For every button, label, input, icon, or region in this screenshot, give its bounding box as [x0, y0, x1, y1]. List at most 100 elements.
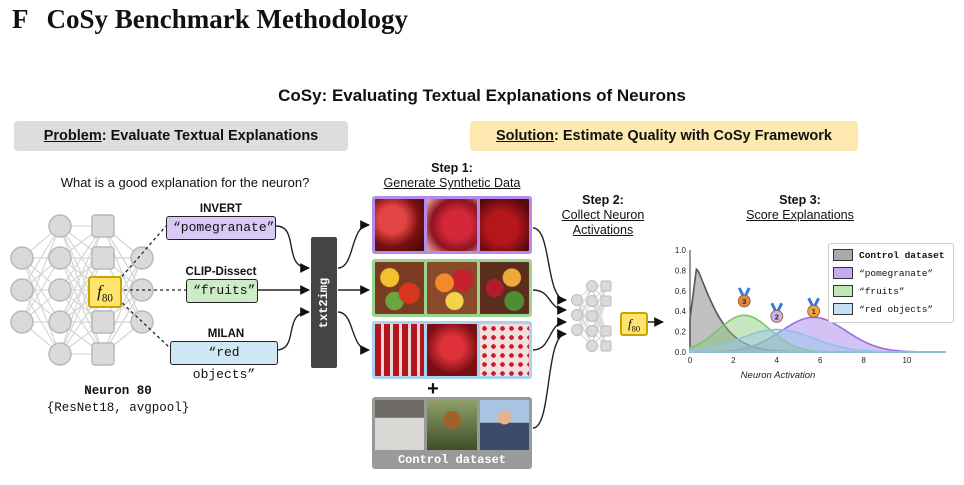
network-node	[586, 295, 598, 307]
network-node	[571, 309, 583, 321]
y-tick-label: 1.0	[675, 246, 687, 255]
network-node	[600, 295, 612, 307]
x-tick-label: 6	[818, 356, 823, 365]
images-fruits	[372, 259, 532, 317]
explanation-fruits: “fruits”	[186, 279, 258, 303]
medal-3: 3	[737, 287, 751, 308]
legend-label: “fruits”	[859, 285, 905, 297]
chart-legend: Control dataset “pomegranate” “fruits” “…	[828, 243, 954, 323]
neuron-f80-box: f80	[88, 276, 122, 308]
figure-title: CoSy: Evaluating Textual Explanations of…	[278, 86, 686, 105]
x-tick-label: 8	[861, 356, 866, 365]
images-pomegranate	[372, 196, 532, 254]
neuron-subtitle: {ResNet18, avgpool}	[46, 401, 190, 415]
medal-2: 2	[770, 302, 784, 323]
network-node	[586, 280, 598, 292]
question-text: What is a good explanation for the neuro…	[60, 175, 310, 190]
image-tile	[375, 324, 425, 376]
y-tick-label: 0.4	[675, 307, 687, 316]
network-node	[600, 340, 612, 352]
network-node	[48, 246, 72, 270]
network-node	[48, 214, 72, 238]
network-node	[91, 214, 115, 238]
explanation-red-objects: “red objects”	[170, 341, 278, 382]
step2-sub2: Activations	[572, 223, 634, 237]
step3-sub: Score Explanations	[746, 208, 854, 222]
explanation-pomegranate: “pomegranate”	[166, 216, 276, 240]
medal-rank-label: 1	[812, 307, 816, 316]
image-tile	[427, 262, 477, 314]
y-tick-label: 0.2	[675, 328, 687, 337]
neuron-symbol-small: f	[627, 316, 632, 331]
legend-swatch	[833, 285, 853, 297]
section-title: CoSy Benchmark Methodology	[46, 4, 409, 34]
step1-sub: Generate Synthetic Data	[383, 176, 521, 190]
medal-rank-label: 2	[775, 312, 779, 321]
image-tile	[479, 324, 529, 376]
y-tick-label: 0.6	[675, 287, 687, 296]
neuron-symbol: f	[97, 282, 102, 301]
method-milan: MILAN	[207, 328, 245, 340]
legend-label: “pomegranate”	[859, 267, 934, 279]
network-node	[600, 280, 612, 292]
legend-item-control: Control dataset	[833, 247, 949, 263]
medal-rank-label: 3	[742, 297, 746, 306]
image-tile	[375, 262, 425, 314]
x-tick-label: 0	[688, 356, 693, 365]
network-node	[91, 310, 115, 334]
legend-swatch	[833, 303, 853, 315]
image-tile	[479, 199, 529, 251]
image-tile	[375, 400, 425, 450]
activation-arrows	[532, 227, 664, 429]
images-red-objects	[372, 321, 532, 379]
section-heading: F CoSy Benchmark Methodology	[12, 4, 408, 35]
network-node	[571, 294, 583, 306]
image-tile	[427, 400, 477, 450]
image-tile	[479, 262, 529, 314]
method-clip-dissect: CLIP-Dissect	[185, 266, 257, 278]
legend-item-fruits: “fruits”	[833, 283, 949, 299]
legend-label: Control dataset	[859, 249, 945, 261]
solution-header: Solution: Estimate Quality with CoSy Fra…	[470, 121, 858, 151]
network-node	[91, 342, 115, 366]
neuron-title: Neuron 80	[84, 384, 152, 398]
problem-header: Problem: Evaluate Textual Explanations	[14, 121, 348, 151]
method-invert: INVERT	[199, 203, 243, 215]
network-node	[571, 324, 583, 336]
neuron-f80-box-small: f80	[620, 312, 648, 336]
control-dataset-block: Control dataset	[372, 397, 532, 469]
x-tick-label: 2	[731, 356, 736, 365]
neuron-index-small: 80	[631, 323, 641, 334]
network-node	[48, 310, 72, 334]
step2-title: Step 2:	[582, 193, 624, 207]
medal-1: 1	[807, 297, 821, 318]
y-tick-label: 0.8	[675, 266, 687, 275]
network-node	[586, 340, 598, 352]
image-tile	[427, 324, 477, 376]
section-number: F	[12, 4, 29, 34]
solution-text: : Estimate Quality with CoSy Framework	[554, 128, 832, 144]
network-node	[586, 325, 598, 337]
image-tile	[375, 199, 425, 251]
network-node	[586, 310, 598, 322]
network-node	[10, 310, 34, 334]
x-axis-label: Neuron Activation	[741, 370, 816, 381]
solution-keyword: Solution	[496, 128, 554, 144]
dashed-links	[117, 225, 186, 349]
image-tile	[479, 400, 529, 450]
network-node	[91, 246, 115, 270]
step2-label: Step 2: Collect Neuron Activations	[548, 193, 658, 238]
txt2img-block: txt2img	[311, 237, 337, 368]
txt2img-label: txt2img	[317, 277, 331, 328]
neural-network-left	[10, 214, 154, 366]
y-tick-label: 0.0	[675, 348, 687, 357]
image-gen-arrows	[337, 220, 370, 355]
control-dataset-label: Control dataset	[397, 453, 507, 467]
network-node	[130, 246, 154, 270]
problem-text: : Evaluate Textual Explanations	[101, 128, 319, 144]
problem-keyword: Problem	[43, 128, 102, 144]
step3-label: Step 3: Score Explanations	[740, 193, 860, 223]
network-node	[48, 342, 72, 366]
